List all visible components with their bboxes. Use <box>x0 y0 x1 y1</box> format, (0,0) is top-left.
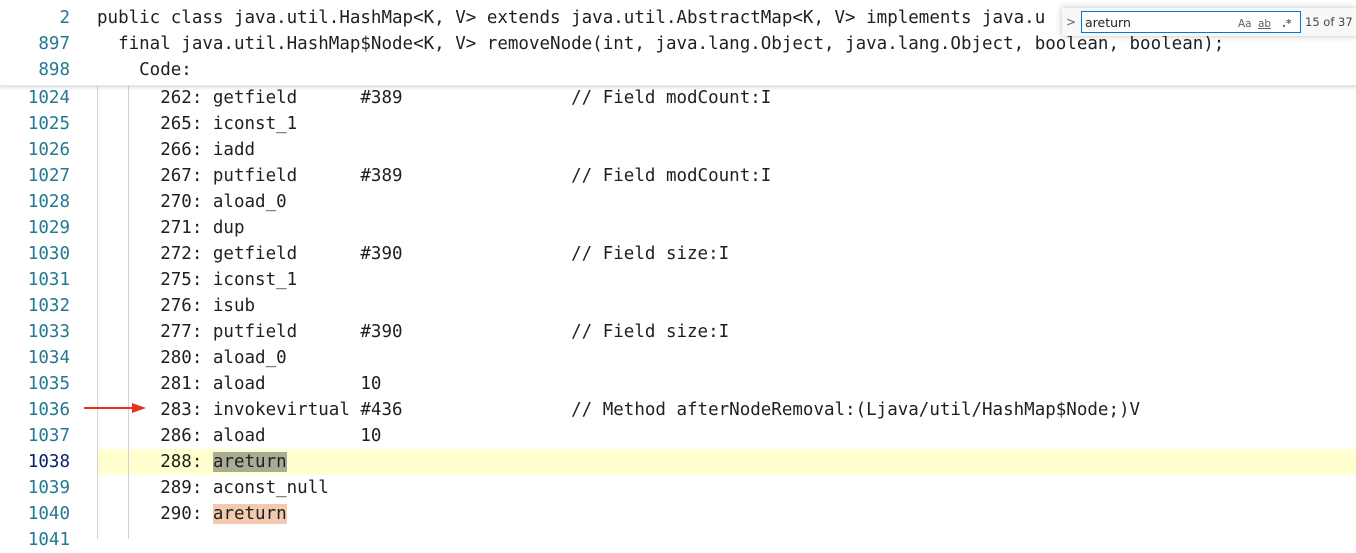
match-count: 15 of 37 <box>1305 15 1353 29</box>
code-line[interactable]: 2 public class java.util.HashMap<K, V> ex… <box>0 5 1356 31</box>
line-number: 1041 <box>27 530 70 550</box>
line-number: 1030 <box>27 244 70 264</box>
code-text[interactable]: 266: iadd <box>97 140 256 160</box>
line-number: 897 <box>38 34 70 54</box>
line-number: 1026 <box>27 140 70 160</box>
match-case-icon[interactable]: Aa <box>1238 18 1252 30</box>
find-input[interactable] <box>1082 12 1225 33</box>
code-line[interactable]: 1036 283: invokevirtual #436 // Method a… <box>0 397 1356 423</box>
regex-icon[interactable]: .* <box>1282 18 1292 30</box>
code-line[interactable]: 1026 266: iadd <box>0 137 1356 163</box>
indent-guide <box>97 85 98 539</box>
code-text[interactable]: Code: <box>97 60 192 80</box>
code-line[interactable]: 1027 267: putfield #389 // Field modCoun… <box>0 163 1356 189</box>
code-line[interactable]: 1033 277: putfield #390 // Field size:I <box>0 319 1356 345</box>
code-line[interactable]: 1028 270: aload_0 <box>0 189 1356 215</box>
indent-guide <box>128 85 129 539</box>
code-line[interactable]: 1037 286: aload 10 <box>0 423 1356 449</box>
line-number: 1035 <box>27 374 70 394</box>
line-number: 1031 <box>27 270 70 290</box>
find-widget: > Aa ab .* 15 of 37 <box>1062 8 1356 36</box>
whole-word-icon[interactable]: ab <box>1258 18 1272 30</box>
line-number: 1025 <box>27 114 70 134</box>
code-text[interactable]: 281: aload 10 <box>97 374 382 394</box>
line-number: 1032 <box>27 296 70 316</box>
code-text[interactable]: 280: aload_0 <box>97 348 287 368</box>
code-line[interactable]: 1025 265: iconst_1 <box>0 111 1356 137</box>
line-number: 1028 <box>27 192 70 212</box>
code-line[interactable]: 1031 275: iconst_1 <box>0 267 1356 293</box>
line-number: 2 <box>59 8 70 28</box>
code-line[interactable]: 1035 281: aload 10 <box>0 371 1356 397</box>
code-line[interactable]: 1032 276: isub <box>0 293 1356 319</box>
code-line[interactable]: 1038 288: areturn <box>0 449 1356 475</box>
code-text[interactable]: 275: iconst_1 <box>97 270 298 290</box>
code-line[interactable]: 1039 289: aconst_null <box>0 475 1356 501</box>
line-number: 1029 <box>27 218 70 238</box>
red-arrow-annotation-icon <box>84 403 146 413</box>
line-number: 1036 <box>27 400 70 420</box>
code-line[interactable]: 1024 262: getfield #389 // Field modCoun… <box>0 85 1356 111</box>
code-text[interactable]: public class java.util.HashMap<K, V> ext… <box>97 8 1046 28</box>
current-search-match: areturn <box>212 452 287 472</box>
code-text[interactable]: 276: isub <box>97 296 256 316</box>
code-text[interactable]: 277: putfield #390 // Field size:I <box>97 322 730 342</box>
code-text[interactable]: 272: getfield #390 // Field size:I <box>97 244 730 264</box>
code-line[interactable]: 1029 271: dup <box>0 215 1356 241</box>
line-number: 1027 <box>27 166 70 186</box>
code-line[interactable]: 1030 272: getfield #390 // Field size:I <box>0 241 1356 267</box>
code-line[interactable]: 897 final java.util.HashMap$Node<K, V> r… <box>0 31 1356 57</box>
search-match: areturn <box>212 504 287 524</box>
code-text[interactable]: 267: putfield #389 // Field modCount:I <box>97 166 772 186</box>
line-number: 1039 <box>27 478 70 498</box>
find-input-box[interactable]: Aa ab .* <box>1081 11 1301 33</box>
toggle-replace-chevron-icon[interactable]: > <box>1065 15 1077 29</box>
code-text[interactable]: final java.util.HashMap$Node<K, V> remov… <box>97 34 1225 54</box>
code-text[interactable]: 286: aload 10 <box>97 426 382 446</box>
current-line-highlight <box>97 449 1356 475</box>
code-text[interactable]: 265: iconst_1 <box>97 114 298 134</box>
line-number: 1033 <box>27 322 70 342</box>
code-text[interactable]: 288: areturn <box>97 452 287 472</box>
code-line[interactable]: 1040 290: areturn <box>0 501 1356 527</box>
line-number: 1038 <box>27 452 70 472</box>
code-line[interactable]: 898 Code: <box>0 57 1356 83</box>
code-text[interactable]: 270: aload_0 <box>97 192 287 212</box>
line-number: 1037 <box>27 426 70 446</box>
code-text[interactable]: 290: areturn <box>97 504 287 524</box>
line-number: 898 <box>38 60 70 80</box>
line-number: 1024 <box>27 88 70 108</box>
line-number: 1034 <box>27 348 70 368</box>
code-line[interactable]: 1034 280: aload_0 <box>0 345 1356 371</box>
code-text[interactable]: 262: getfield #389 // Field modCount:I <box>97 88 772 108</box>
code-text[interactable]: 283: invokevirtual #436 // Method afterN… <box>97 400 1141 420</box>
line-number: 1040 <box>27 504 70 524</box>
code-text[interactable]: 289: aconst_null <box>97 478 329 498</box>
code-text[interactable]: 271: dup <box>97 218 245 238</box>
